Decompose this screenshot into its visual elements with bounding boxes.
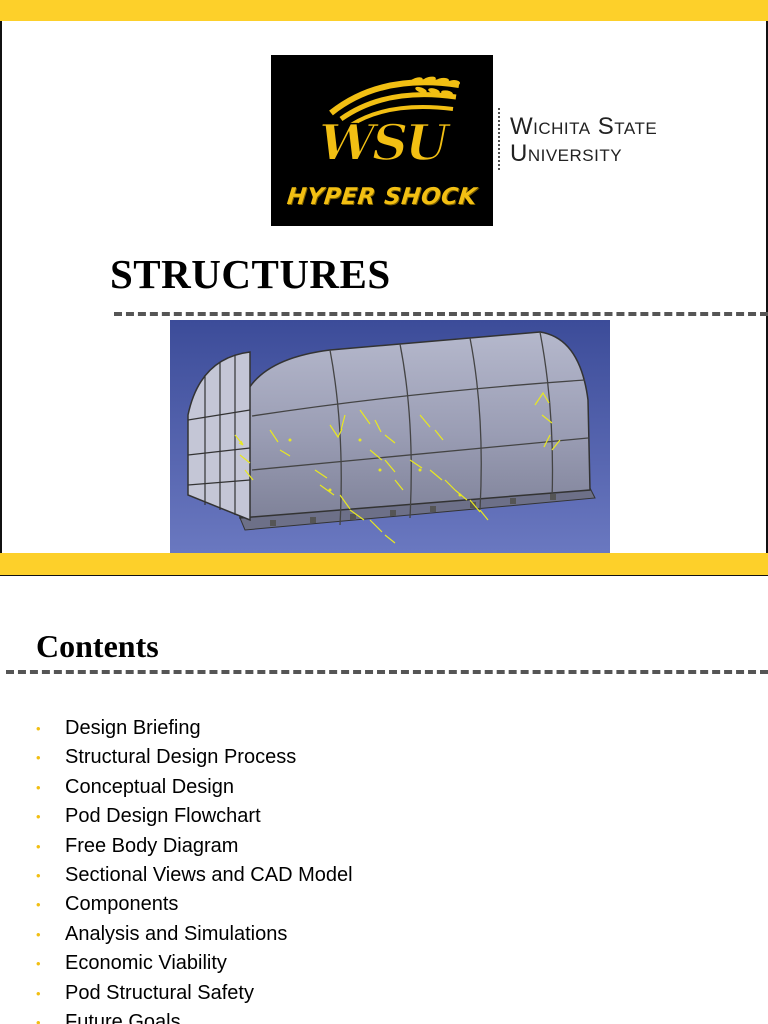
cad-pod-model-image: [170, 320, 610, 553]
wsu-monogram: WSU: [319, 113, 452, 172]
bullet-icon: •: [36, 867, 41, 883]
list-item: •Future Goals: [36, 1008, 353, 1024]
list-item: •Free Body Diagram: [36, 832, 353, 861]
contents-dashed-rule: [6, 670, 768, 674]
list-item: •Design Briefing: [36, 714, 353, 743]
wsu-wheat-logo-icon: WSU: [318, 76, 460, 173]
hyper-shock-logo: WSU: [271, 55, 493, 226]
bullet-icon: •: [36, 809, 41, 825]
bullet-icon: •: [36, 926, 41, 942]
university-line-2: University: [510, 140, 623, 167]
list-item: •Components: [36, 890, 353, 919]
list-item: •Economic Viability: [36, 949, 353, 978]
slide-right-border: [766, 21, 768, 553]
bullet-icon: •: [36, 779, 41, 795]
slide-title: STRUCTURES: [110, 251, 391, 297]
list-item: •Structural Design Process: [36, 743, 353, 772]
logo-divider: [498, 108, 500, 170]
title-slide: WSU HYPER SHOCK Wichita State University…: [0, 0, 768, 576]
bullet-icon: •: [36, 750, 41, 766]
cad-pod-model-icon: [170, 320, 610, 553]
bullet-icon: •: [36, 838, 41, 854]
contents-slide: Contents •Design Briefing •Structural De…: [0, 576, 768, 1024]
bullet-icon: •: [36, 956, 41, 972]
contents-title: Contents: [36, 628, 159, 664]
hyper-shock-wordmark: HYPER SHOCK: [285, 184, 479, 210]
bullet-icon: •: [36, 721, 41, 736]
title-dashed-rule: [114, 312, 768, 316]
list-item: •Pod Structural Safety: [36, 979, 353, 1008]
bottom-yellow-band: [0, 553, 768, 576]
list-item: •Pod Design Flowchart: [36, 802, 353, 831]
list-item: •Conceptual Design: [36, 773, 353, 802]
top-yellow-band: [0, 0, 768, 21]
list-item: •Analysis and Simulations: [36, 920, 353, 949]
university-name: Wichita State University: [510, 113, 657, 167]
list-item: •Sectional Views and CAD Model: [36, 861, 353, 890]
bullet-icon: •: [36, 1014, 41, 1024]
bullet-icon: •: [36, 985, 41, 1001]
slide-left-border: [0, 21, 2, 553]
university-line-1: Wichita State: [510, 113, 658, 140]
contents-list: •Design Briefing •Structural Design Proc…: [36, 714, 353, 1024]
bullet-icon: •: [36, 897, 41, 913]
